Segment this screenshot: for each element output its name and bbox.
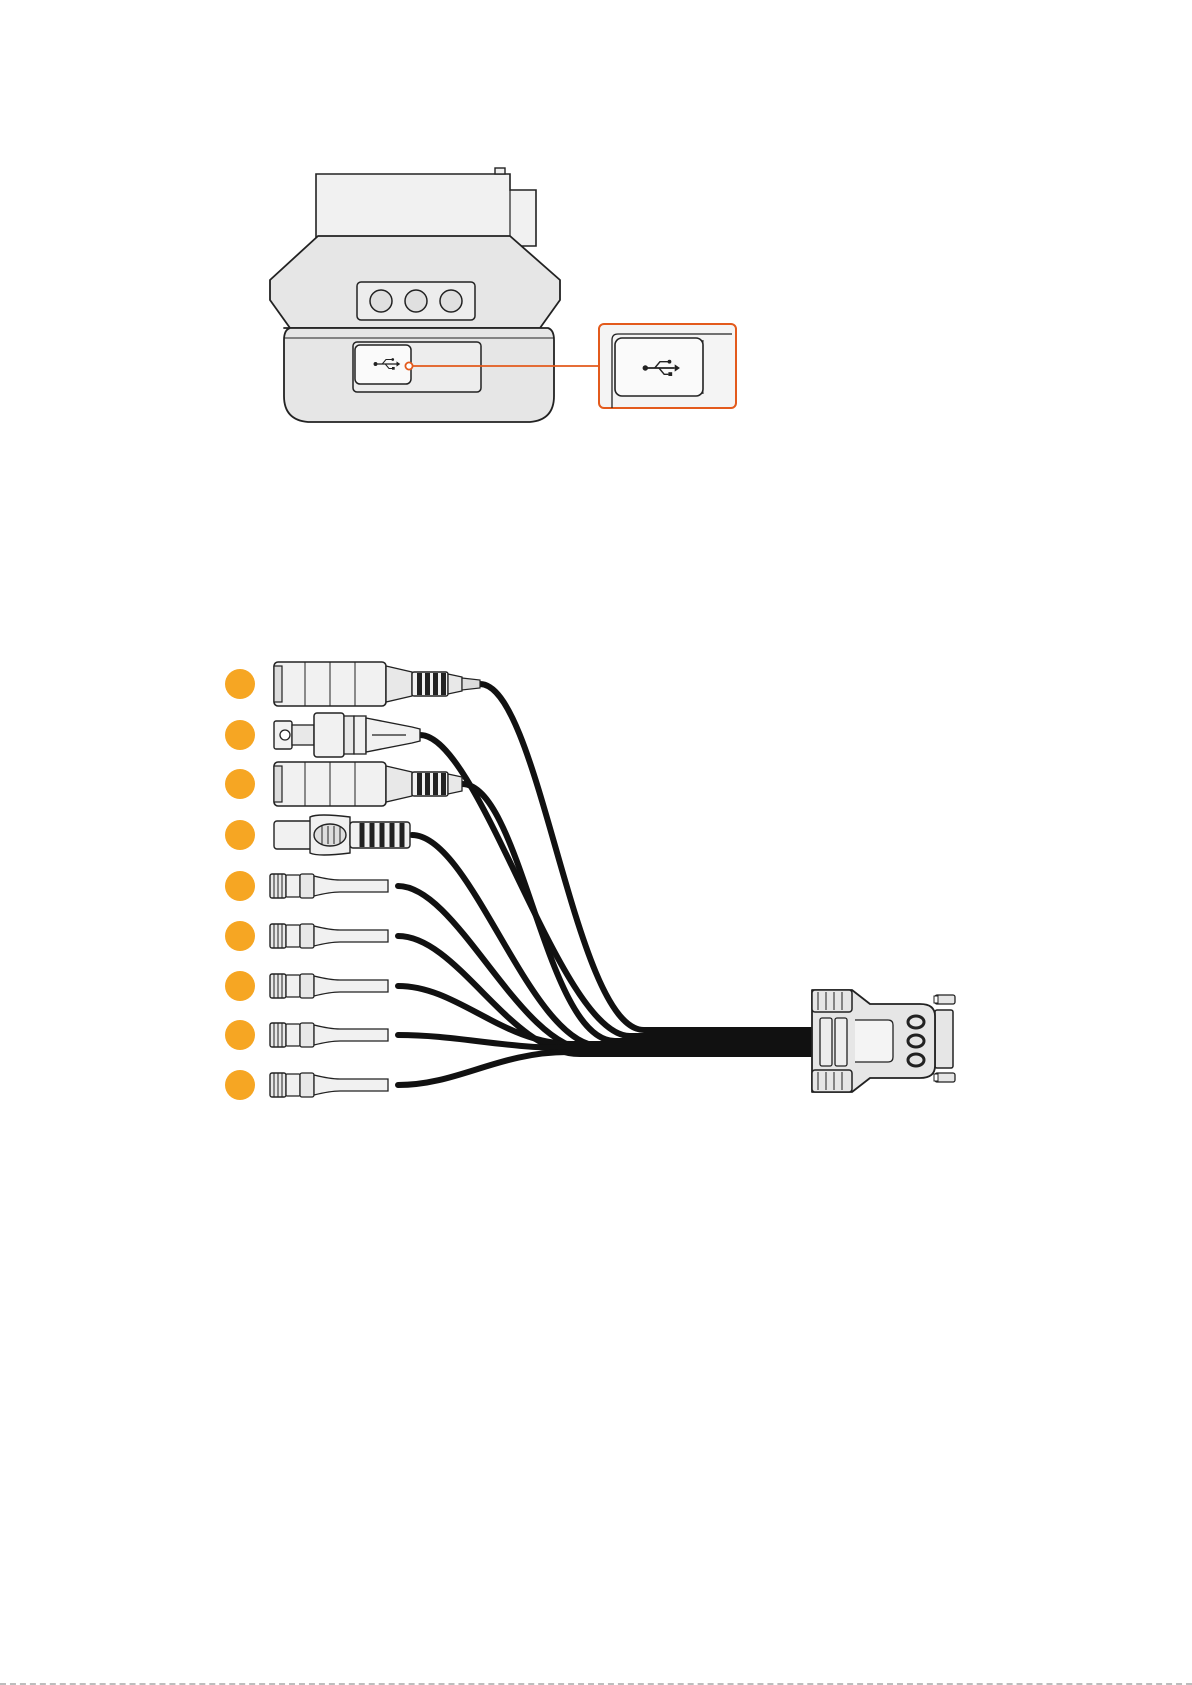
dsub-shell	[935, 1010, 953, 1068]
module-button-2[interactable]	[405, 290, 427, 312]
cable-1	[480, 684, 812, 1030]
dsub-connector	[812, 990, 955, 1092]
mount-plate-latch	[495, 168, 505, 174]
usb-port-callout	[599, 324, 736, 408]
lemo-connector-9	[270, 1073, 388, 1097]
number-badge-7	[225, 971, 255, 1001]
breakout-cables	[398, 684, 812, 1085]
xlr-style-connector-3	[274, 762, 462, 806]
cable-connectors	[270, 662, 480, 1097]
connector-badges	[225, 669, 255, 1100]
number-badge-6	[225, 921, 255, 951]
bnc-connector-2	[274, 713, 420, 757]
number-badge-8	[225, 1020, 255, 1050]
number-badge-3	[225, 769, 255, 799]
lemo-connector-7	[270, 974, 388, 998]
xlr-style-connector-1	[274, 662, 480, 706]
callout-usb-port-cover	[615, 338, 703, 396]
lemo-connector-6	[270, 924, 388, 948]
module-button-3[interactable]	[440, 290, 462, 312]
lemo-connector-5	[270, 874, 388, 898]
number-badge-1	[225, 669, 255, 699]
expansion-module	[270, 168, 560, 422]
number-badge-5	[225, 871, 255, 901]
number-badge-2	[225, 720, 255, 750]
module-button-1[interactable]	[370, 290, 392, 312]
number-badge-9	[225, 1070, 255, 1100]
lemo-connector-8	[270, 1023, 388, 1047]
callout-anchor-dot	[405, 362, 412, 369]
rca-connector-4	[274, 815, 410, 855]
number-badge-4	[225, 820, 255, 850]
